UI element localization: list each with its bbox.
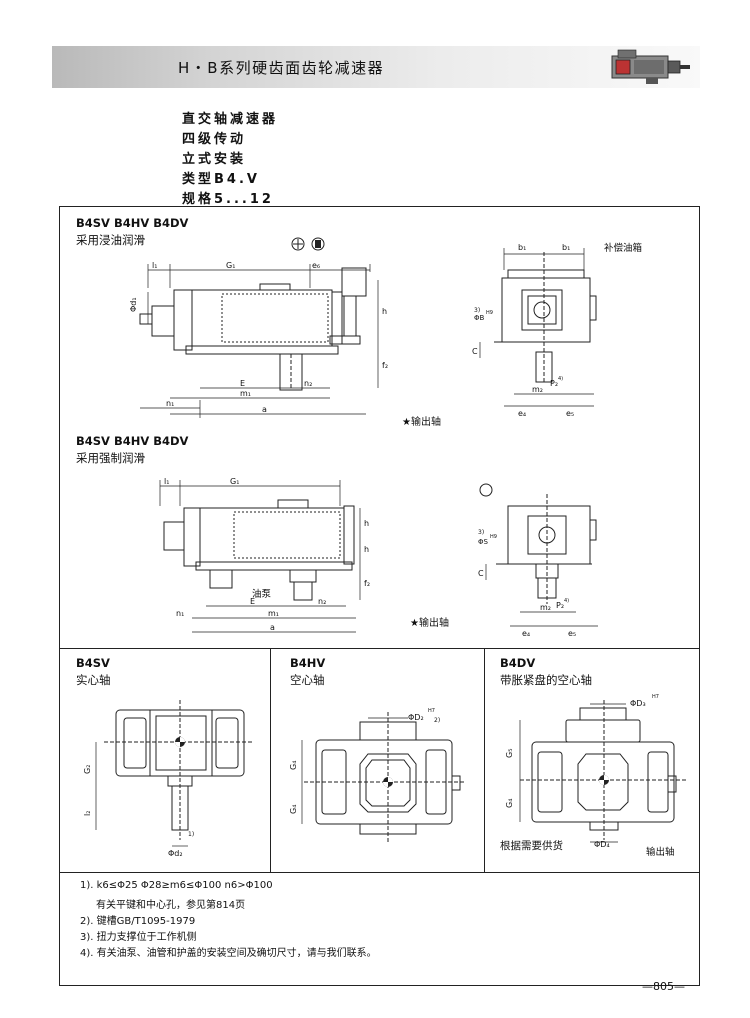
title-line-type: 类型B4.V — [182, 172, 260, 187]
dim-a: a — [262, 405, 267, 414]
dim-C: C — [472, 347, 478, 356]
hv-subtitle: 空心轴 — [290, 673, 325, 687]
section-forced-lubrication: 采用强制润滑 — [76, 451, 145, 465]
drawing-frame — [59, 206, 700, 986]
dim-d2: Φd₂ — [168, 849, 183, 858]
title-line-stages: 四级传动 — [182, 132, 247, 147]
dim-D4: ΦD₄ — [594, 840, 610, 849]
sv-subtitle: 实心轴 — [76, 673, 111, 687]
dim-h: h — [382, 307, 387, 316]
lubrication-symbol-icon — [479, 483, 493, 497]
header-band — [52, 46, 700, 88]
dv-shaft-drawing: ΦD₃ H7 G₅ G₄ — [505, 694, 686, 843]
dim-hv-note2: 2) — [434, 717, 440, 724]
dim-G4-upper: G₄ — [290, 761, 298, 770]
dim-E: E — [240, 379, 245, 388]
dim-l1: l₁ — [164, 477, 169, 486]
page-number: —805— — [642, 980, 685, 993]
dip-end-view-drawing: b₁ b₁ ΦB H9 3) C P₂ 4) m₂ e₄ e₅ — [472, 243, 597, 418]
title-line-reducer: 直交轴减速器 — [182, 112, 279, 127]
oil-pump-label: 油泵 — [252, 589, 272, 600]
title-line-size: 规格5...12 — [182, 192, 274, 207]
gear-reducer-photo-icon — [611, 49, 690, 84]
dim-G1: G₁ — [226, 261, 235, 270]
dim-m1: m₁ — [268, 609, 279, 618]
dim-n1: n₁ — [176, 609, 184, 618]
hv-title: B4HV — [290, 656, 326, 670]
forced-end-view-drawing: 3) ΦS H9 C P₂ 4) m₂ e₄ e₅ — [478, 483, 598, 638]
dim-S: ΦS — [478, 538, 489, 546]
dim-l1: l₁ — [152, 261, 157, 270]
section-forced-types: B4SV B4HV B4DV — [76, 434, 189, 448]
dim-G4: G₄ — [505, 799, 514, 808]
dim-D3-tol: H7 — [652, 694, 659, 700]
dim-e5: e₅ — [566, 409, 574, 418]
dim-n1: n₁ — [166, 399, 174, 408]
dip-side-view-drawing: l₁ G₁ e₆ h f₂ E n₂ n₁ m₁ a Φd₁ — [130, 261, 388, 418]
dim-D3: ΦD₃ — [630, 699, 646, 708]
note-4: 4). 有关油泵、油管和护盖的安装空间及确切尺寸，请与我们联系。 — [80, 948, 377, 959]
dv-title: B4DV — [500, 656, 536, 670]
dim-e6: e₆ — [312, 261, 320, 270]
frame-divider-bottom-sections — [59, 648, 700, 649]
note-3: 3). 扭力支撑位于工作机侧 — [80, 932, 197, 943]
dim-B: ΦB — [474, 314, 485, 322]
dim-n2: n₂ — [318, 597, 326, 606]
title-line-mounting: 立式安装 — [182, 152, 247, 167]
dim-e5: e₅ — [568, 629, 576, 638]
dim-S-tol: H9 — [490, 534, 497, 540]
dim-e4: e₄ — [518, 409, 526, 418]
note-1: 1). k6≤Φ25 Φ28≥m6≤Φ100 n6>Φ100 — [80, 880, 273, 891]
dim-m2: m₂ — [532, 385, 543, 394]
dim-E: E — [250, 597, 255, 606]
dim-d1: Φd₁ — [130, 297, 138, 312]
sv-shaft-drawing: G₂ l₂ Φd₂ 1) — [84, 700, 254, 858]
dim-h-upper: h — [364, 519, 369, 528]
dim-D2-tol: H7 — [428, 708, 435, 714]
compensation-tank-label: 补偿油箱 — [604, 243, 643, 254]
dim-note3: 3) — [478, 529, 484, 536]
dim-G1: G₁ — [230, 477, 239, 486]
dim-f2: f₂ — [364, 579, 370, 588]
dim-m1: m₁ — [240, 389, 251, 398]
sv-title: B4SV — [76, 656, 110, 670]
dim-P2: P₂ — [550, 379, 558, 388]
dv-output-shaft-label: 输出轴 — [646, 847, 675, 858]
dim-f2: f₂ — [382, 361, 388, 370]
dim-G5: G₅ — [505, 749, 514, 758]
note-2: 2). 键槽GB/T1095-1979 — [80, 916, 196, 927]
dim-B-tol: H9 — [486, 310, 493, 316]
dim-sv-note1: 1) — [188, 831, 194, 838]
note-1b: 有关平键和中心孔，参见第814页 — [96, 900, 246, 911]
forced-output-shaft-label: ★输出轴 — [410, 618, 449, 629]
dim-e4: e₄ — [522, 629, 530, 638]
dim-D2: ΦD₂ — [408, 713, 424, 722]
dim-a: a — [270, 623, 275, 632]
lubrication-symbols-icon — [291, 237, 325, 251]
forced-side-view-drawing: l₁ G₁ h h f₂ E n₂ n₁ m₁ a — [159, 477, 370, 633]
dv-supply-note: 根据需要供货 — [500, 840, 563, 852]
section-dip-types: B4SV B4HV B4DV — [76, 216, 189, 230]
hv-shaft-drawing: ΦD₂ H7 2) G₄ G₄ — [290, 708, 464, 842]
dim-b1-left: b₁ — [518, 243, 526, 252]
dim-P2: P₂ — [556, 601, 564, 610]
dip-output-shaft-label: ★输出轴 — [402, 417, 441, 428]
dim-n2: n₂ — [304, 379, 312, 388]
frame-divider-notes — [59, 872, 700, 873]
frame-divider-hv-dv — [484, 648, 485, 872]
dim-m2: m₂ — [540, 603, 551, 612]
dim-l2: l₂ — [84, 811, 92, 816]
dim-h-lower: h — [364, 545, 369, 554]
dim-b1-right: b₁ — [562, 243, 570, 252]
section-dip-lubrication: 采用浸油润滑 — [76, 233, 145, 247]
dv-subtitle: 带胀紧盘的空心轴 — [500, 673, 592, 687]
dim-note3: 3) — [474, 307, 480, 314]
dim-note4: 4) — [564, 598, 569, 604]
dim-C: C — [478, 569, 484, 578]
dim-G4-lower: G₄ — [290, 805, 298, 814]
frame-divider-sv-hv — [270, 648, 271, 872]
dim-G2: G₂ — [84, 765, 92, 774]
dim-note4: 4) — [558, 376, 563, 382]
page-header-title: H・B系列硬齿面齿轮减速器 — [178, 59, 385, 77]
